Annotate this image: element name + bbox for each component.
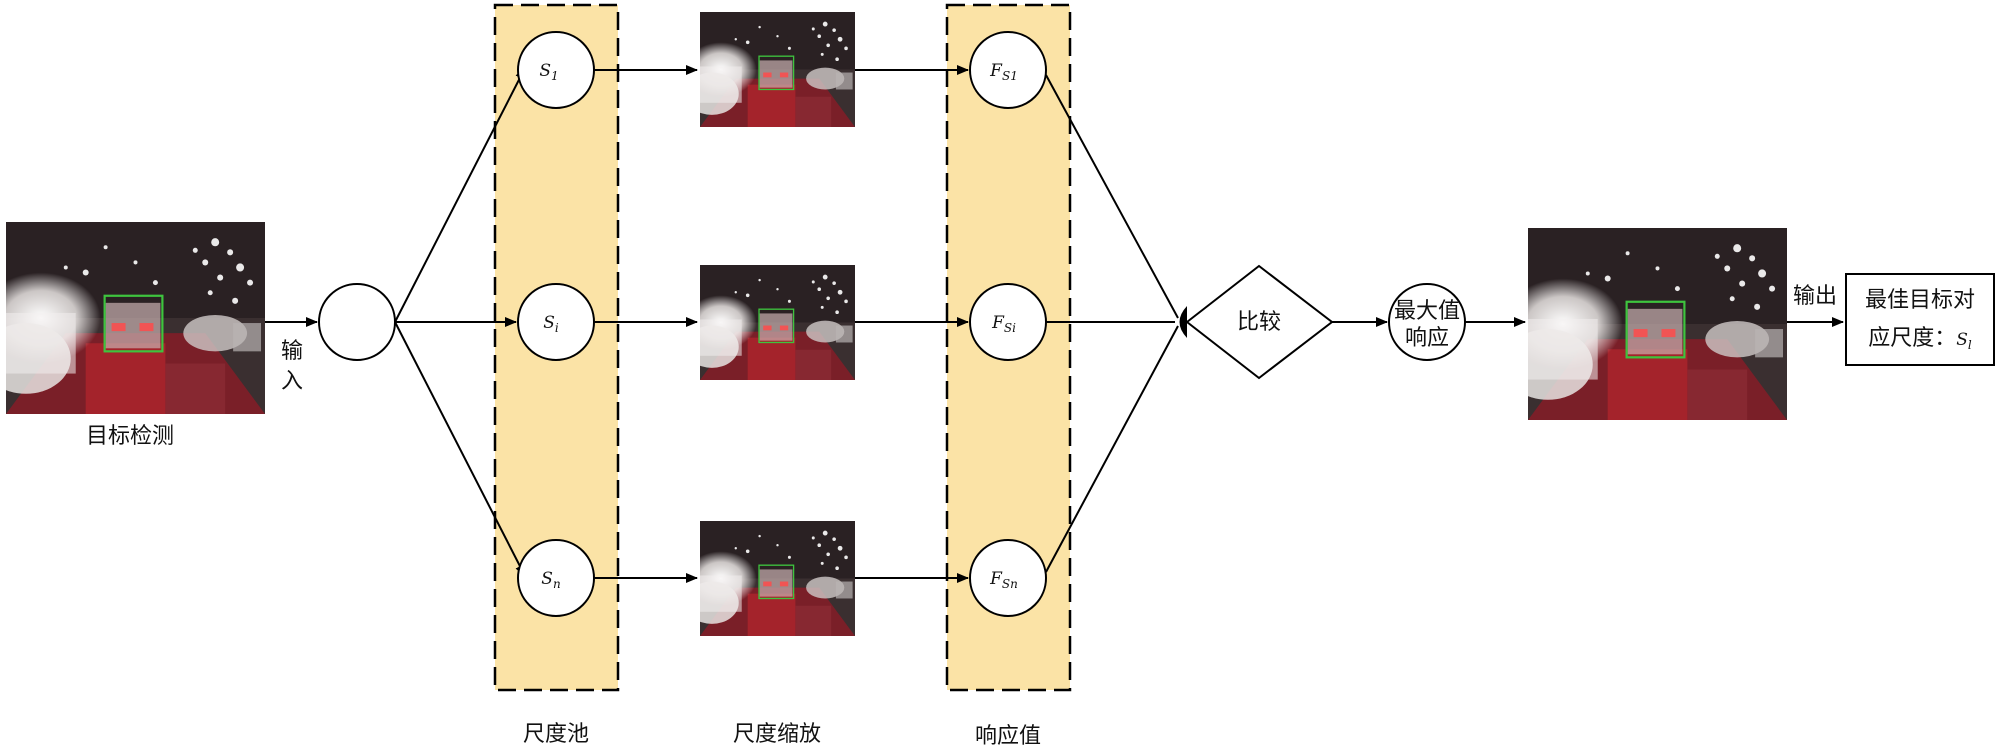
edge-to-s1 [394,67,526,323]
svg-text:Si: Si [543,313,559,335]
scale-node-i: Si [517,283,595,361]
svg-text:FSn: FSn [989,569,1018,591]
input-label-2: 入 [281,369,303,394]
edge-fsn-to-compare [1045,325,1179,573]
edge-fs1-to-compare [1045,74,1179,319]
compare-label: 比较 [1237,310,1281,335]
detection-label: 目标检测 [86,424,174,449]
svg-text:FS1: FS1 [989,61,1018,83]
best-scale-label-2: 应尺度：Sl [1868,326,1972,352]
scale-pool-label: 尺度池 [523,722,589,747]
best-scale-label-1: 最佳目标对 [1865,288,1975,313]
merge-connector [1179,306,1187,338]
response-label: 响应值 [975,724,1041,748]
response-node-1: FS1 [969,31,1047,109]
output-image [1528,228,1787,420]
split-node [318,283,396,361]
best-scale-box [1845,273,1995,366]
scaled-image-n [700,521,855,636]
edge-to-sn [394,321,526,577]
response-node-n: FSn [969,539,1047,617]
svg-text:FSi: FSi [991,313,1016,335]
scale-node-1: S1 [517,31,595,109]
response-node-i: FSi [969,283,1047,361]
input-label-1: 输 [281,339,303,364]
output-label: 输出 [1793,284,1837,309]
max-label-2: 响应 [1405,326,1449,351]
scale-zoom-label: 尺度缩放 [733,722,821,747]
svg-text:S1: S1 [539,61,558,83]
max-label-1: 最大值 [1394,299,1460,324]
scale-node-n: Sn [517,539,595,617]
scaled-image-i [700,265,855,380]
detection-image [6,222,265,414]
scaled-image-1 [700,12,855,127]
svg-text:Sn: Sn [541,569,560,591]
